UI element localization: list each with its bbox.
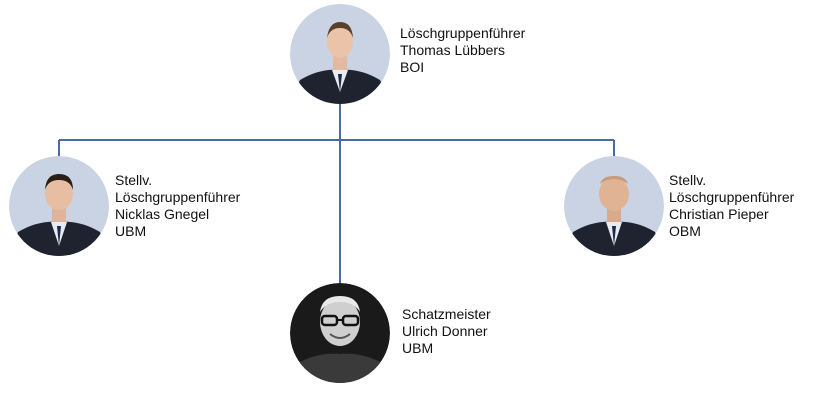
- connector-lines: [58, 104, 615, 283]
- deputy-right-name: Christian Pieper: [669, 206, 769, 222]
- treasurer-rank: UBM: [402, 340, 434, 356]
- deputy-left-portrait-photo: [9, 156, 109, 256]
- leader-name: Thomas Lübbers: [400, 42, 506, 58]
- deputy-right-prefix: Stellv.: [669, 172, 707, 188]
- deputy-right-rank: OBM: [669, 223, 701, 239]
- deputy-right-label: Stellv. Löschgruppenführer Christian Pie…: [669, 172, 794, 240]
- treasurer-role: Schatzmeister: [402, 306, 491, 322]
- deputy-left-name: Nicklas Gnegel: [115, 206, 210, 222]
- leader-rank: BOI: [400, 59, 425, 75]
- treasurer-name: Ulrich Donner: [402, 323, 488, 339]
- treasurer-label: Schatzmeister Ulrich Donner UBM: [402, 306, 491, 357]
- leader-label: Löschgruppenführer Thomas Lübbers BOI: [400, 25, 525, 76]
- deputy-left-rank: UBM: [115, 223, 147, 239]
- deputy-right-portrait-photo: [564, 156, 664, 256]
- deputy-left-role: Löschgruppenführer: [115, 189, 241, 205]
- deputy-left-prefix: Stellv.: [115, 172, 153, 188]
- treasurer-portrait-photo: [290, 283, 390, 383]
- leader-portrait-photo: [290, 4, 390, 104]
- deputy-right-role: Löschgruppenführer: [669, 189, 795, 205]
- deputy-left-label: Stellv. Löschgruppenführer Nicklas Gnege…: [115, 172, 240, 240]
- leader-role: Löschgruppenführer: [400, 25, 526, 41]
